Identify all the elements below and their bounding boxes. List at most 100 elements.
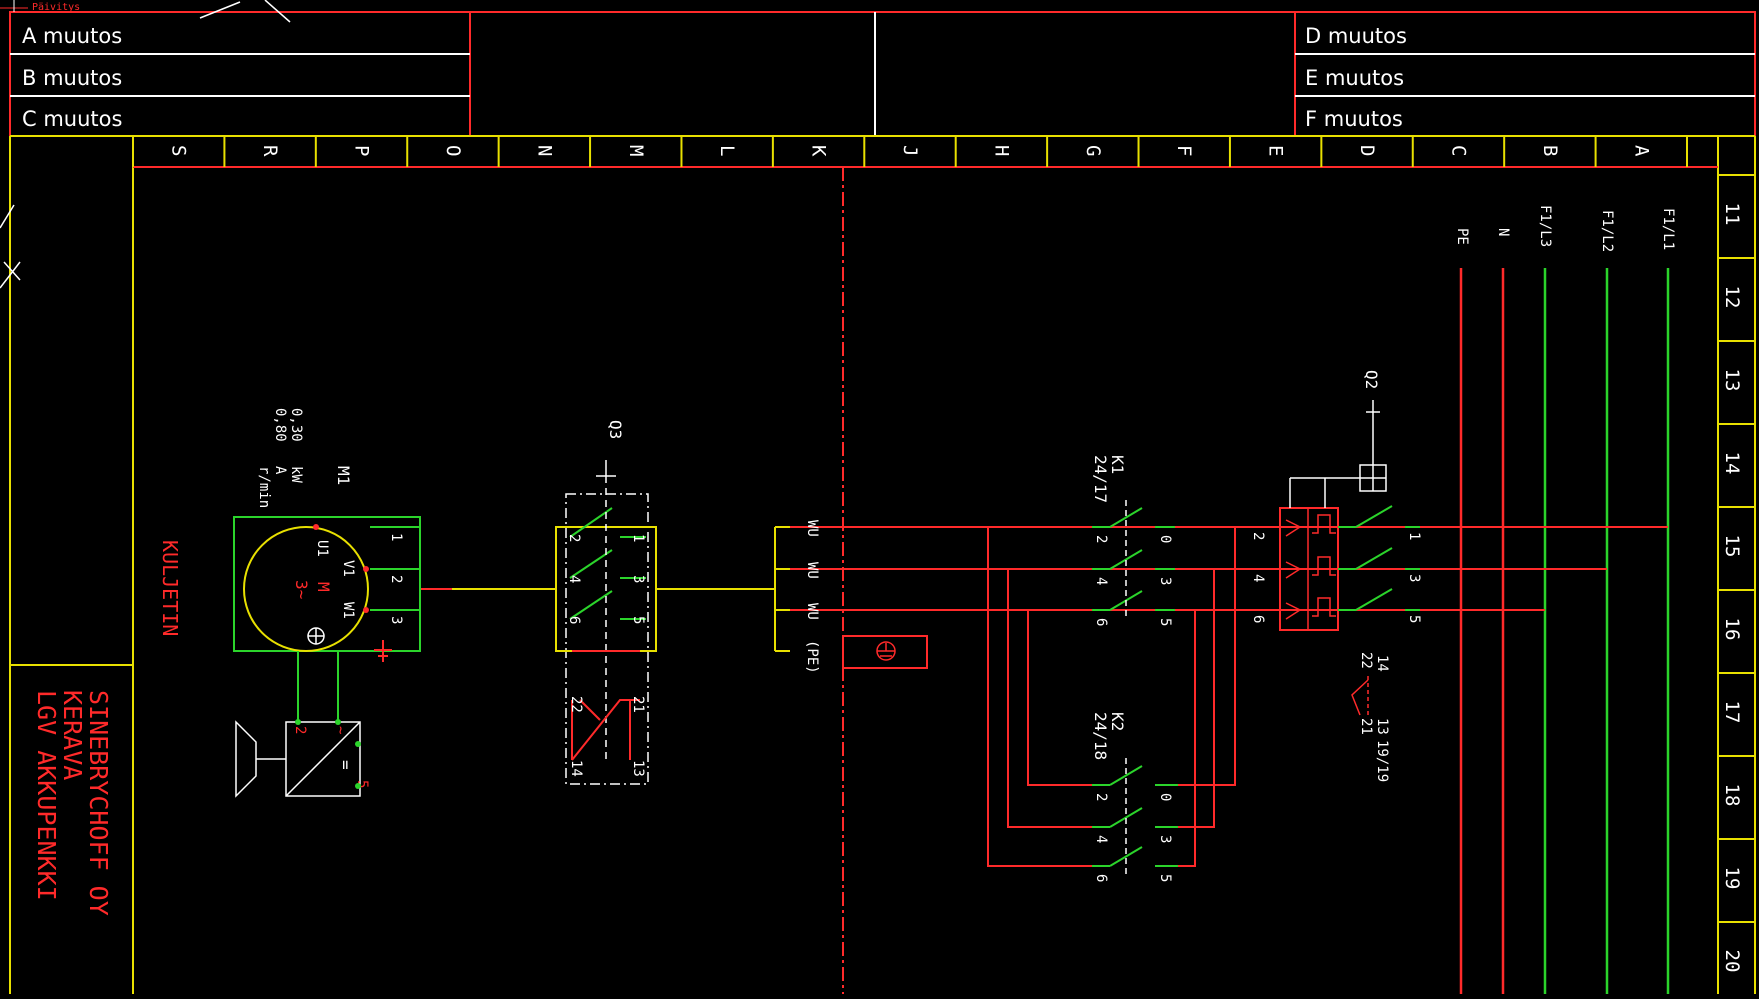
terminal-label: (PE) <box>804 640 820 674</box>
bus-lines: PE N F1/L3 F1/L2 F1/L1 <box>1454 205 1676 994</box>
q2-pin: 5 <box>1406 615 1422 623</box>
column-label: B <box>1539 145 1561 156</box>
column-label: O <box>442 145 464 156</box>
row-label: 14 <box>1721 452 1743 475</box>
q3-aux-pin: 13 <box>630 760 646 777</box>
motor-phase: 3~ <box>292 580 311 599</box>
motor-rating-unit: r/min <box>256 466 272 508</box>
q3-pin: 2 <box>566 534 582 542</box>
row-label: 18 <box>1721 784 1743 807</box>
bus-label-pe: PE <box>1454 228 1470 245</box>
k1-ref: 24/17 <box>1091 455 1110 503</box>
drawing-frame <box>9 135 1756 994</box>
revision-f: F muutos <box>1305 107 1403 131</box>
terminal-label: WU <box>804 603 820 620</box>
q3-pin: 3 <box>630 575 646 583</box>
k2-pin: 4 <box>1093 835 1109 843</box>
q3-tag: Q3 <box>606 420 625 439</box>
q2-pin: 4 <box>1250 574 1266 582</box>
row-label: 17 <box>1721 701 1743 724</box>
contactor-k2: K2 24/18 2 4 6 0 3 5 <box>1091 712 1178 882</box>
pe-terminal-box <box>842 635 928 669</box>
terminal-label: WU <box>804 562 820 579</box>
revision-d: D muutos <box>1305 24 1407 48</box>
k1-pin: 3 <box>1157 577 1173 585</box>
k2-ref: 24/18 <box>1091 712 1110 760</box>
q3-pin: 1 <box>630 534 646 542</box>
column-label: G <box>1082 145 1104 156</box>
brake-pin: 2 <box>292 726 308 734</box>
q2-pin: 1 <box>1406 532 1422 540</box>
q2-aux-pin: 22 <box>1358 652 1374 669</box>
motor-symbol: M <box>314 582 333 592</box>
company-name: SINEBRYCHOFF OY <box>84 690 113 916</box>
brake-label: = <box>336 760 355 770</box>
k2-pin: 0 <box>1157 793 1173 801</box>
motor-rating-unit: kW <box>288 466 304 483</box>
column-label: M <box>625 145 647 156</box>
k2-pin: 5 <box>1157 874 1173 882</box>
row-label: 12 <box>1721 286 1743 309</box>
brake-pin: 5 <box>354 780 370 788</box>
brake-unit: = 2 ~ 5 <box>235 719 370 798</box>
k1-pin: 5 <box>1157 618 1173 626</box>
revision-a: A muutos <box>22 24 122 48</box>
phase-feeders <box>790 526 1668 867</box>
q2-pin: 6 <box>1250 615 1266 623</box>
k2-pin: 6 <box>1093 874 1109 882</box>
motor-rating: 0,30 <box>288 408 304 442</box>
motor-rating-unit: A <box>272 466 288 475</box>
revision-table: A muutos B muutos C muutos D muutos E mu… <box>9 11 1756 137</box>
terminal-label: WU <box>804 520 820 537</box>
q3-pin: 4 <box>566 575 582 583</box>
q3-pin: 6 <box>566 616 582 624</box>
motor-rating: 0,80 <box>272 408 288 442</box>
column-label: P <box>351 145 373 156</box>
section-label: KULJETIN <box>158 540 182 636</box>
brake-pin: ~ <box>332 726 348 734</box>
row-label: 11 <box>1721 203 1743 226</box>
motor-terminal: W1 <box>340 602 356 619</box>
row-label: 15 <box>1721 535 1743 558</box>
brake-icon <box>235 720 257 798</box>
k1-pin: 4 <box>1093 577 1109 585</box>
breaker-q2: Q2 2 4 6 1 3 5 14 22 13 21 19/19 <box>1250 370 1422 782</box>
row-label: 16 <box>1721 618 1743 641</box>
column-label: E <box>1265 145 1287 156</box>
motor-m1: M1 0,30 0,80 kW A r/min U1 V1 W1 M 3~ 1 … <box>233 408 421 722</box>
corner-label: Päivitys <box>32 2 80 13</box>
q2-aux-pin: 14 <box>1374 655 1390 672</box>
revision-b: B muutos <box>22 66 122 90</box>
motor-terminal: V1 <box>340 560 356 577</box>
k2-pin: 2 <box>1093 793 1109 801</box>
project-name: LGV AKKUPENKKI <box>32 690 61 901</box>
switch-q3: Q3 2 4 6 1 3 5 22 21 14 13 <box>555 420 657 785</box>
column-label: R <box>259 145 281 157</box>
q2-aux-ref: 19/19 <box>1374 740 1390 782</box>
k2-pin: 3 <box>1157 835 1173 843</box>
revision-c: C muutos <box>22 107 122 131</box>
column-label: J <box>899 145 921 156</box>
motor-cable-pin: 2 <box>388 575 404 583</box>
bus-label-n: N <box>1495 228 1511 236</box>
title-block: SINEBRYCHOFF OY KERAVA LGV AKKUPENKKI <box>32 690 113 916</box>
k1-pin: 6 <box>1093 618 1109 626</box>
column-label: N <box>533 145 555 156</box>
terminal-block: WU WU WU (PE) <box>774 520 928 674</box>
motor-cable-pin: 3 <box>388 616 404 624</box>
row-label: 13 <box>1721 369 1743 392</box>
column-label: A <box>1630 145 1652 157</box>
column-label: D <box>1356 145 1378 156</box>
bus-label-l3: F1/L3 <box>1537 205 1553 247</box>
k1-pin: 0 <box>1157 535 1173 543</box>
column-label: F <box>1173 145 1195 156</box>
column-label: K <box>808 145 830 157</box>
q2-aux-pin: 13 <box>1374 718 1390 735</box>
column-label: H <box>990 145 1012 156</box>
motor-icon <box>243 526 369 652</box>
bus-label-l2: F1/L2 <box>1599 210 1615 252</box>
q3-aux-pin: 21 <box>630 696 646 713</box>
